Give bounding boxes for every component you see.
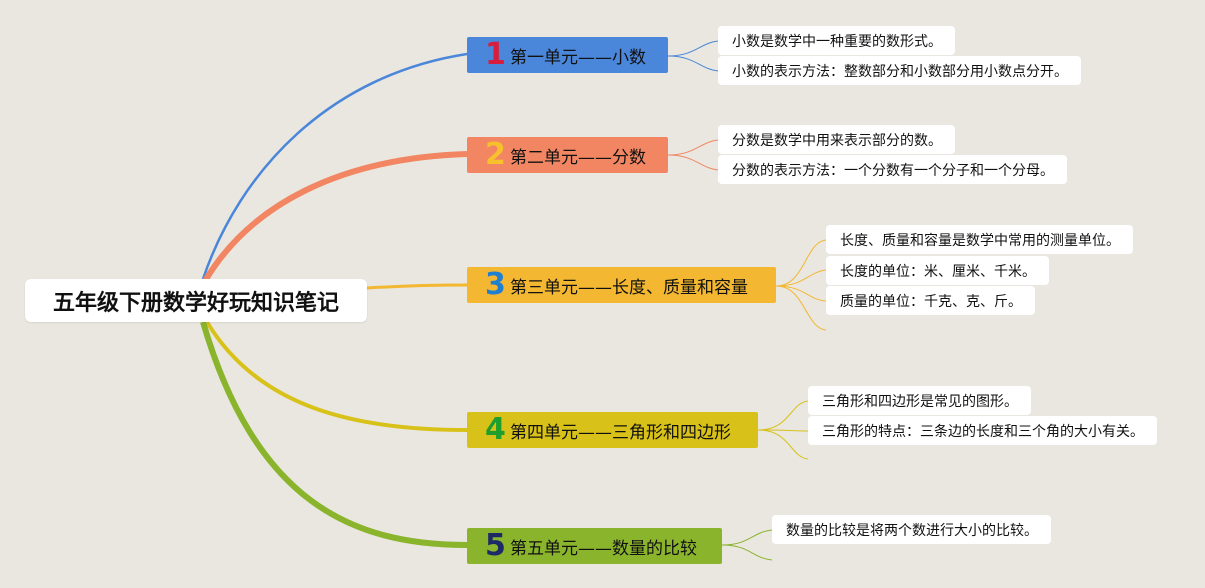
unit-5-node[interactable]: 5 第五单元——数量的比较 <box>467 528 722 564</box>
unit-1-number: 1 <box>485 37 506 72</box>
unit-1-item-1[interactable]: 小数是数学中一种重要的数形式。 <box>718 26 955 55</box>
unit-1-label: 第一单元——小数 <box>510 47 646 68</box>
unit-5-number: 5 <box>485 528 506 563</box>
unit-2-label: 第二单元——分数 <box>510 147 646 168</box>
unit-3-item-2[interactable]: 长度的单位：米、厘米、千米。 <box>826 256 1049 285</box>
unit-2-number: 2 <box>485 137 506 172</box>
leaf-lines-unit-4 <box>757 400 809 460</box>
branch-line-unit-1 <box>201 52 468 280</box>
unit-3-node[interactable]: 3 第三单元——长度、质量和容量 <box>467 267 776 303</box>
unit-4-label: 第四单元——三角形和四边形 <box>510 422 731 443</box>
leaf-lines-unit-5 <box>721 529 773 561</box>
branch-line-unit-2 <box>202 151 468 283</box>
leaf-lines-unit-2 <box>667 139 719 171</box>
unit-4-node[interactable]: 4 第四单元——三角形和四边形 <box>467 412 758 448</box>
unit-3-number: 3 <box>485 267 506 302</box>
unit-1-item-2[interactable]: 小数的表示方法：整数部分和小数部分用小数点分开。 <box>718 56 1081 85</box>
unit-2-item-1[interactable]: 分数是数学中用来表示部分的数。 <box>718 125 955 154</box>
unit-1-node[interactable]: 1 第一单元——小数 <box>467 37 668 73</box>
unit-4-number: 4 <box>485 412 506 447</box>
unit-4-item-2[interactable]: 三角形的特点：三条边的长度和三个角的大小有关。 <box>808 416 1157 445</box>
branch-line-unit-3 <box>366 283 468 290</box>
leaf-lines-unit-3 <box>775 239 827 331</box>
unit-3-item-1[interactable]: 长度、质量和容量是数学中常用的测量单位。 <box>826 225 1133 254</box>
unit-2-node[interactable]: 2 第二单元——分数 <box>467 137 668 173</box>
unit-2-item-2[interactable]: 分数的表示方法：一个分数有一个分子和一个分母。 <box>718 155 1067 184</box>
unit-5-item-1[interactable]: 数量的比较是将两个数进行大小的比较。 <box>772 515 1051 544</box>
unit-3-label: 第三单元——长度、质量和容量 <box>510 277 748 298</box>
unit-5-label: 第五单元——数量的比较 <box>510 538 697 559</box>
mind-map-root-title[interactable]: 五年级下册数学好玩知识笔记 <box>25 279 367 322</box>
branch-line-unit-5 <box>200 321 468 548</box>
branch-line-unit-4 <box>205 320 468 432</box>
leaf-lines-unit-1 <box>667 40 719 72</box>
unit-4-item-1[interactable]: 三角形和四边形是常见的图形。 <box>808 386 1031 415</box>
unit-3-item-3[interactable]: 质量的单位：千克、克、斤。 <box>826 286 1035 315</box>
